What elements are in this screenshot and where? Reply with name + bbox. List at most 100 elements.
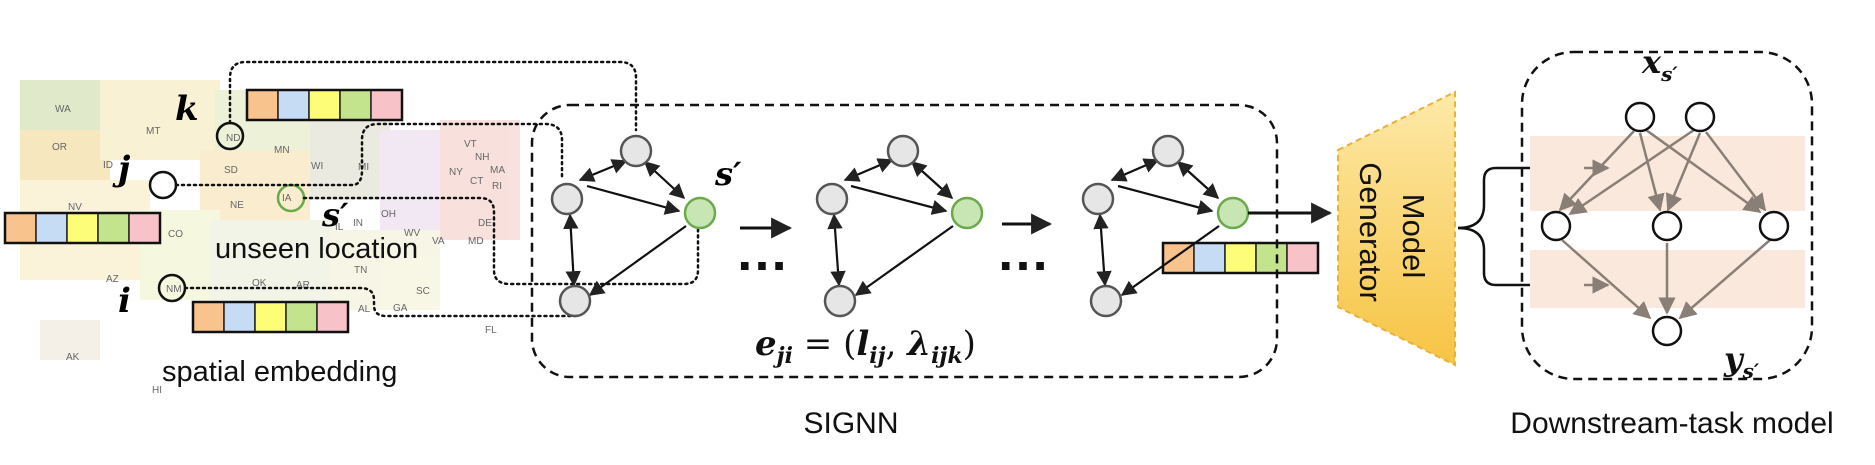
graph-step-2 xyxy=(815,134,984,318)
embedding-bar-s-prime xyxy=(1161,241,1320,275)
state-label-co: CO xyxy=(168,229,183,240)
state-label-vt: VT xyxy=(464,139,477,150)
state-label-mt: MT xyxy=(146,126,160,137)
embedding-cell xyxy=(35,212,68,244)
embedding-outline xyxy=(191,300,350,334)
graph-step-3 xyxy=(1081,134,1250,318)
embedding-outline xyxy=(245,88,404,122)
state-label-sd: SD xyxy=(224,165,238,176)
state-label-nd: ND xyxy=(226,133,240,144)
state-label-md: MD xyxy=(468,236,484,247)
state-label-wi: WI xyxy=(311,161,323,172)
brace-lower xyxy=(1457,226,1600,287)
state-label-nh: NH xyxy=(475,152,489,163)
state-label-mi: MI xyxy=(358,162,369,173)
model-generator-shape xyxy=(1337,90,1456,367)
state-label-ny: NY xyxy=(449,167,463,178)
state-label-mn: MN xyxy=(274,145,290,156)
input-node-2 xyxy=(1684,101,1716,133)
point-label-s-prime: s′ xyxy=(321,196,349,234)
state-label-in: IN xyxy=(353,218,363,229)
graph-s-prime-label: s′ xyxy=(714,155,742,193)
input-label-x: xs′ xyxy=(1641,43,1678,86)
map-point-j xyxy=(148,170,178,200)
state-label-wv: WV xyxy=(404,228,420,239)
graph1-node-j xyxy=(550,182,584,216)
graph1-node-s-prime xyxy=(683,196,717,230)
embedding-cell xyxy=(1286,242,1319,274)
state-label-al: AL xyxy=(358,304,371,315)
state-label-ma: MA xyxy=(490,165,505,176)
embedding-bar-k xyxy=(245,88,404,122)
unseen-location-label: unseen location xyxy=(215,233,418,265)
state-label-id: ID xyxy=(103,160,113,171)
spatial-embedding-label: spatial embedding xyxy=(162,356,397,388)
brace-upper xyxy=(1457,166,1600,230)
state-label-ne: NE xyxy=(230,200,244,211)
embedding-cell xyxy=(339,89,372,121)
point-label-k: k xyxy=(175,89,199,129)
state-label-ak: AK xyxy=(66,352,80,363)
graph1-node-k xyxy=(619,134,653,168)
state-label-ct: CT xyxy=(470,176,483,187)
output-node xyxy=(1651,315,1683,347)
state-label-oh: OH xyxy=(381,209,396,220)
ellipsis-2: … xyxy=(996,222,1050,282)
embedding-cell xyxy=(192,301,225,333)
embedding-cell xyxy=(254,301,287,333)
downstream-container xyxy=(1520,50,1814,381)
state-label-ga: GA xyxy=(393,303,408,314)
embedding-cell xyxy=(308,89,341,121)
ellipsis-1: … xyxy=(735,222,789,282)
signn-container xyxy=(530,103,1279,379)
embedding-cell xyxy=(66,212,99,244)
state-label-tn: TN xyxy=(354,265,367,276)
hidden-node-1 xyxy=(1540,210,1572,242)
state-label-fl: FL xyxy=(485,325,497,336)
embedding-cell xyxy=(4,212,37,244)
state-label-ok: OK xyxy=(252,278,267,289)
state-label-az: AZ xyxy=(106,274,119,285)
state-label-il: IL xyxy=(335,222,344,233)
input-node-1 xyxy=(1624,101,1656,133)
state-label-ar: AR xyxy=(296,280,310,291)
embedding-bar-i xyxy=(191,300,350,334)
embedding-cell xyxy=(316,301,349,333)
state-label-sc: SC xyxy=(416,286,430,297)
state-label-nm: NM xyxy=(166,284,182,295)
generator-label-line1: Model xyxy=(1396,194,1431,278)
generator-label-line2: Generator xyxy=(1353,162,1388,302)
embedding-cell xyxy=(1255,242,1288,274)
state-label-ri: RI xyxy=(492,181,502,192)
embedding-cell xyxy=(285,301,318,333)
connector-s-prime xyxy=(302,196,700,286)
state-label-wa: WA xyxy=(55,104,71,115)
output-label-y: ys′ xyxy=(1723,340,1760,383)
connector-i xyxy=(183,286,577,318)
embedding-bar-j xyxy=(3,211,162,245)
state-label-de: DE xyxy=(478,218,492,229)
map-state-labels: WA OR ID MT ND SD MN WI MI IA NE IN OH I… xyxy=(52,104,505,396)
state-label-va: VA xyxy=(432,236,445,247)
state-label-hi: HI xyxy=(152,385,162,396)
graph-step-1 xyxy=(550,134,717,318)
embedding-cell xyxy=(97,212,130,244)
embedding-cell xyxy=(128,212,161,244)
embedding-cell xyxy=(370,89,403,121)
signn-caption: SIGNN xyxy=(803,407,898,440)
connector-j xyxy=(174,122,564,187)
downstream-network xyxy=(1558,128,1771,320)
embedding-cell xyxy=(1224,242,1257,274)
embedding-cell xyxy=(1193,242,1226,274)
state-label-or: OR xyxy=(52,142,67,153)
embedding-outline xyxy=(1161,241,1320,275)
dotted-connectors xyxy=(174,60,700,318)
embedding-outline xyxy=(3,211,162,245)
embedding-cell xyxy=(246,89,279,121)
graph1-node-i xyxy=(558,284,592,318)
edge-formula: eji = (lij, λijk) xyxy=(755,324,976,369)
embedding-cell xyxy=(223,301,256,333)
point-label-i: i xyxy=(118,281,131,321)
hidden-node-3 xyxy=(1758,210,1790,242)
